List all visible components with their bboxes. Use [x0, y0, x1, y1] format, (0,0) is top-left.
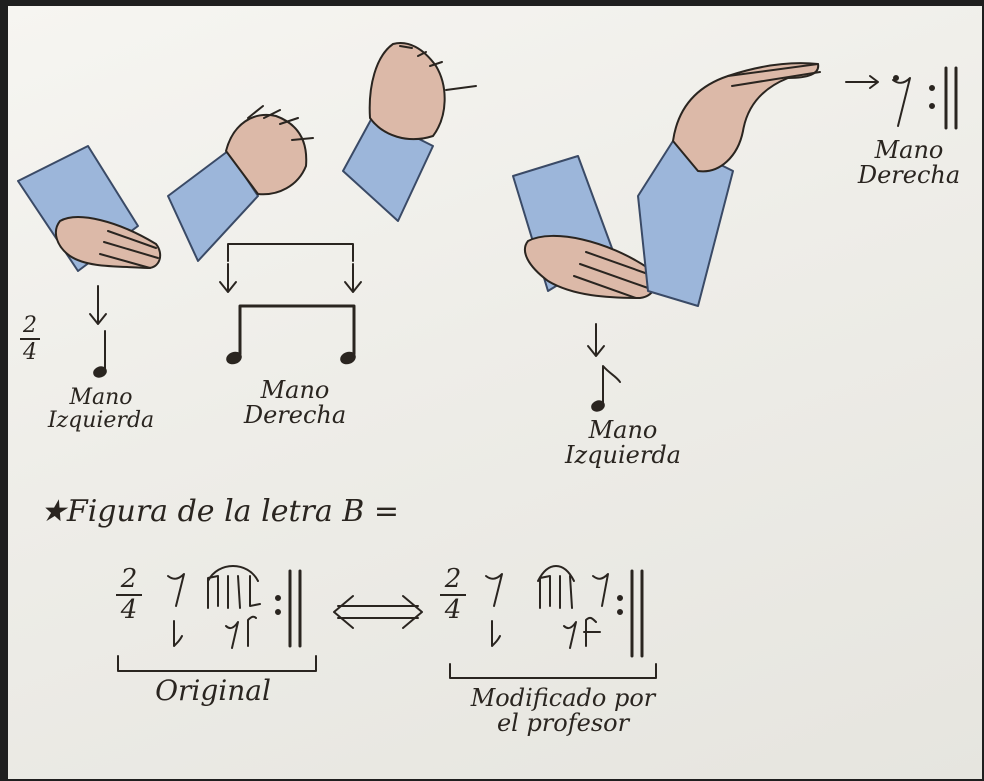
- right-hand-icon: [167, 105, 314, 262]
- eighth-note-icon: [591, 365, 621, 412]
- label-mano-derecha-2: Mano Derecha: [857, 136, 961, 190]
- bracket-arrows-icon: [219, 243, 362, 293]
- eighth-notes-beamed-icon: [226, 304, 356, 365]
- modified-label: Modificado por el profesor: [470, 684, 656, 738]
- modified-rhythm-icon: [485, 565, 644, 658]
- repeat-sign-icon: [929, 66, 958, 130]
- label-mano-izquierda-1: Mano Izquierda: [47, 385, 155, 434]
- right-hand-pinch-icon: [637, 62, 821, 307]
- modified-time-signature: 2 4: [440, 565, 466, 625]
- time-signature-top: 2: [23, 313, 37, 338]
- label-mano-izquierda-2: Mano Izquierda: [565, 416, 681, 470]
- section-title: ★Figura de la letra B =: [40, 494, 399, 529]
- quarter-note-icon: [93, 330, 107, 378]
- equivalence-arrow-icon: [333, 595, 423, 629]
- original-bracket-icon: [117, 655, 317, 672]
- time-signature-bottom: 4: [23, 340, 37, 366]
- modified-bracket-icon: [449, 663, 657, 679]
- arrow-down-icon: [587, 323, 605, 357]
- left-hand-flat-icon: [512, 155, 656, 299]
- original-time-signature: 2 4: [116, 565, 142, 625]
- rest-symbol-icon: [892, 75, 911, 127]
- arrow-right-icon: [845, 75, 879, 89]
- original-label: Original: [155, 674, 271, 707]
- left-hand-flat-icon: [17, 145, 162, 272]
- original-rhythm-icon: [167, 565, 302, 649]
- right-hand-raised-icon: [342, 42, 477, 222]
- drawing-canvas: [17, 42, 958, 679]
- arrow-down-icon: [89, 285, 107, 325]
- time-signature: 2 4: [20, 314, 40, 364]
- notebook-paper: 2 4 2 4 2 4 Mano Izquierda Mano Derecha …: [8, 6, 982, 779]
- label-mano-derecha-1: Mano Derecha: [243, 376, 347, 430]
